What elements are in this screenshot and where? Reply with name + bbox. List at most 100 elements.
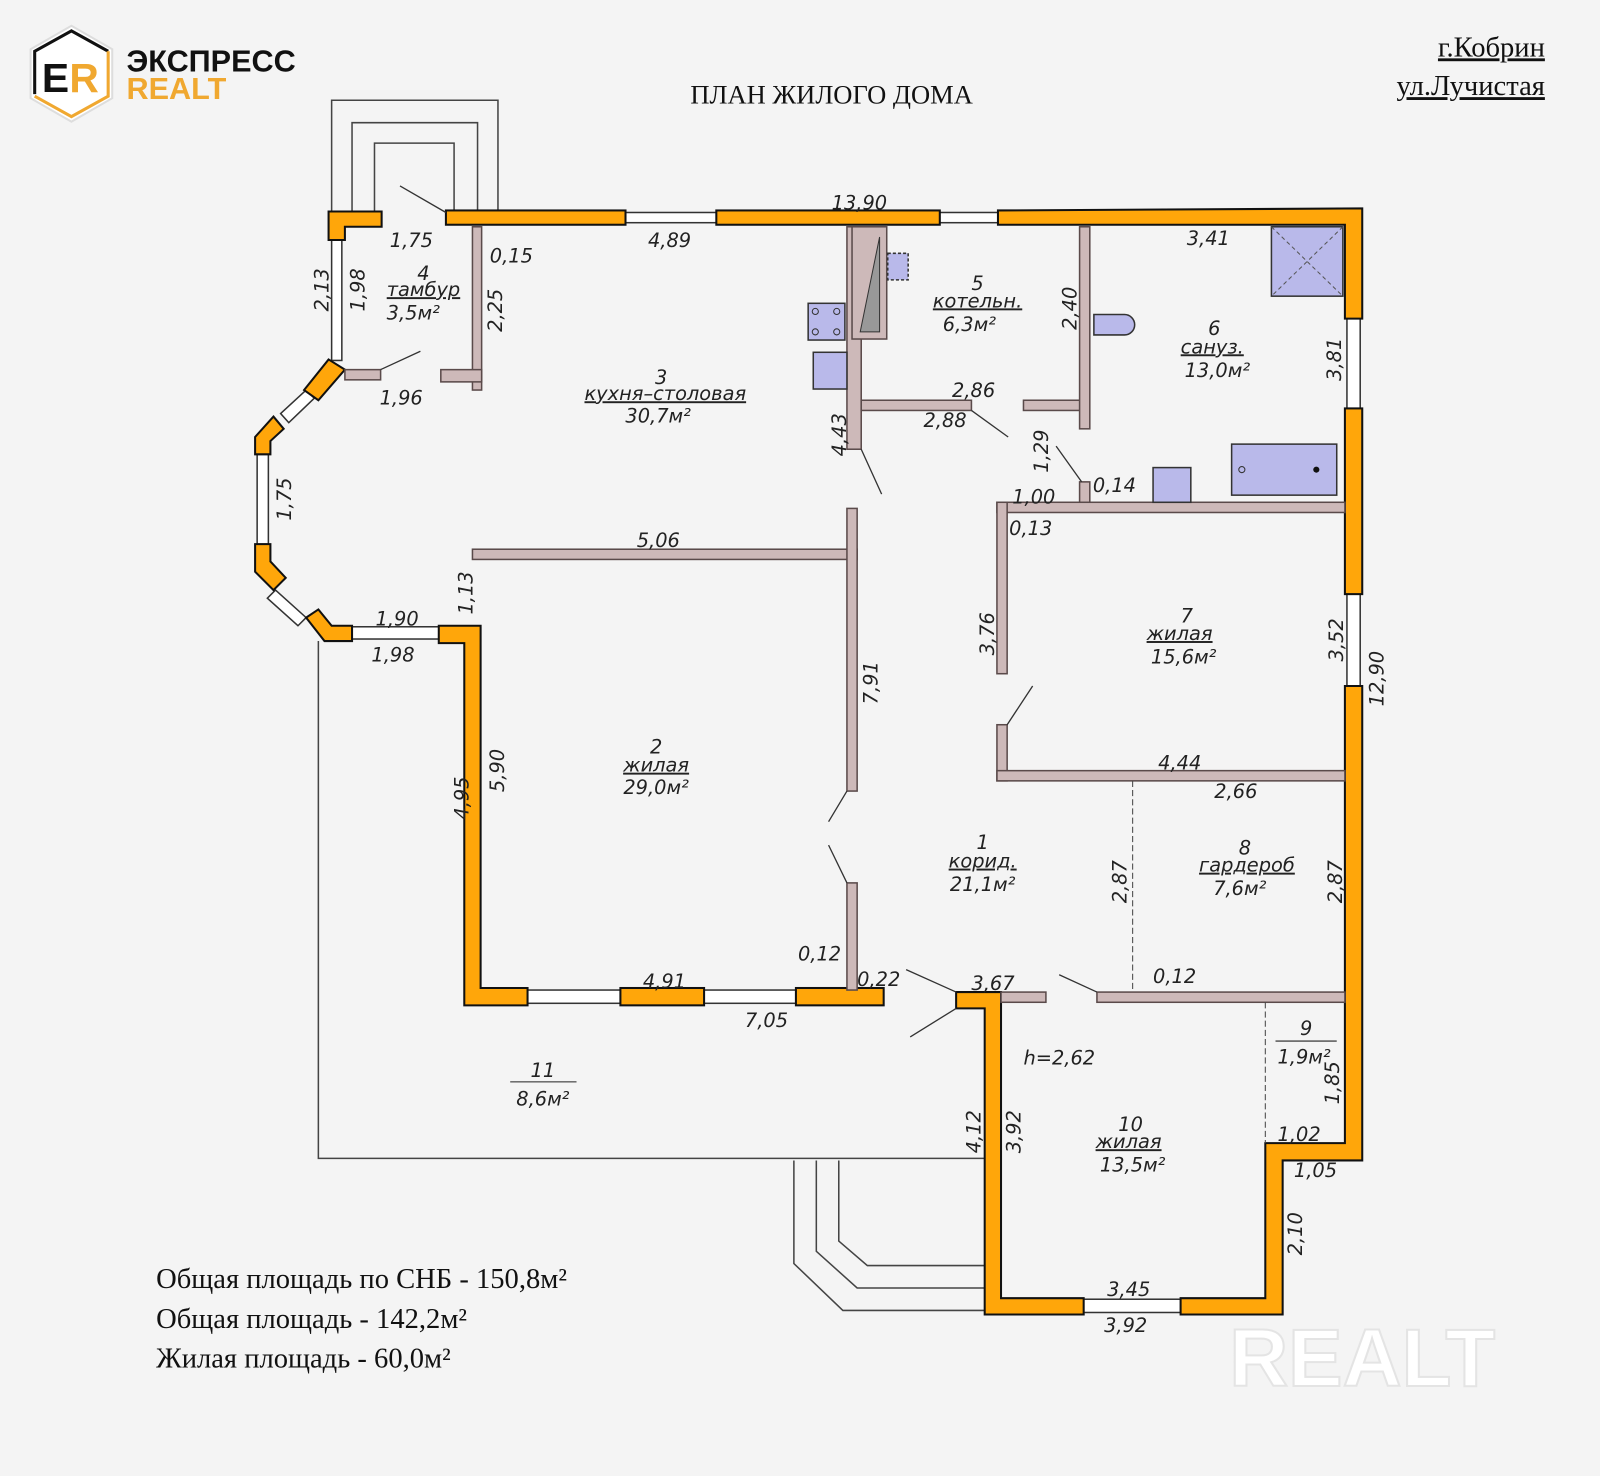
dimension-label: 5,06 [637,529,680,552]
room-label: 15,6м² [1151,646,1217,669]
dimension-label: 1,13 [454,571,477,614]
room-label: 9 [1300,1017,1312,1040]
fixtures [807,226,1344,504]
dimension-label: 3,67 [971,972,1015,995]
room-label: кухня–столовая [584,382,746,405]
dimension-label: 0,12 [1153,965,1196,988]
room-label: 5 [971,272,983,295]
room-label: 6 [1208,317,1220,340]
room-11: 11 8,6м² [510,1059,577,1110]
dimension-label: 4,95 [450,776,473,819]
room-label: корид. [949,850,1017,873]
room-label: жилая [1146,622,1213,645]
dimension-label: 7,05 [745,1009,788,1032]
total-snb: Общая площадь по СНБ - 150,8м² [156,1264,567,1295]
dimension-label: 3,76 [976,612,999,655]
porch-outline [317,99,988,1312]
room-label: тамбур [387,278,461,301]
dimension-label: 0,14 [1093,474,1136,497]
dimension-label: 7,91 [860,661,883,704]
room-label: 3,5м² [387,302,440,325]
dimension-label: 0,15 [490,244,533,267]
logo-line1: ЭКСПРЕСС [127,45,296,79]
dimension-label: 4,43 [828,413,851,456]
room-label: 11 [531,1059,556,1082]
room-label: 1 [976,831,988,854]
room-label: 8 [1239,836,1251,859]
boiler-icon [886,252,909,281]
room-label: 3 [655,366,667,389]
room-label: 4 [417,262,429,285]
svg-text:E: E [42,55,69,101]
room-label: 30,7м² [625,405,691,428]
dimension-label: 2,25 [484,289,507,332]
dimension-label: 2,13 [311,268,334,311]
dimension-label: 2,87 [1109,859,1132,903]
area-totals: Общая площадь по СНБ - 150,8м² Общая пло… [156,1264,567,1375]
room-label: 21,1м² [950,873,1016,896]
room-label: 13,0м² [1185,359,1251,382]
dimension-label: 4,44 [1158,752,1201,775]
bathtub-icon [1230,443,1338,496]
dimension-label: 13,90 [832,191,887,214]
room-label: жилая [622,754,689,777]
dimension-label: 0,12 [798,942,841,965]
room-label: гардероб [1199,854,1295,877]
room-label: жилая [1095,1130,1162,1153]
dimension-label: 2,66 [1214,780,1257,803]
dimension-label: 3,45 [1107,1278,1150,1301]
dimension-label: 3,52 [1325,618,1348,661]
kitchen-sink-icon [812,351,848,390]
room-label: 10 [1118,1113,1143,1136]
dimension-label: 1,98 [346,268,369,311]
dimension-label: 0,13 [1009,517,1052,540]
dimension-label: 4,12 [963,1110,986,1153]
dimension-label: 1,00 [1012,485,1055,508]
dimension-label: 1,75 [273,478,296,521]
dimension-label: 1,05 [1294,1159,1337,1182]
room-9: 9 1,9м² [1275,1017,1337,1069]
dimension-label: 3,81 [1323,338,1346,381]
dimension-label: 4,89 [648,229,691,252]
dimension-label: 5,90 [486,749,509,792]
room-label: 2 [650,735,662,758]
logo: E R ЭКСПРЕСС REALT [29,24,296,123]
dimension-label: 2,10 [1284,1212,1307,1255]
living-area: Жилая площадь - 60,0м² [156,1344,451,1375]
interior-walls [344,226,1346,1144]
dimension-label: 1,29 [1030,430,1053,473]
watermark: REALT [1229,1313,1495,1404]
address-street: ул.Лучистая [1397,71,1545,102]
room-label: 1,9м² [1277,1046,1330,1069]
room-label: 6,3м² [943,313,996,336]
room-label: 13,5м² [1100,1154,1166,1177]
dimension-label: 0,22 [857,968,900,991]
exterior-walls [254,207,1364,1316]
washbasin-icon [1152,466,1192,504]
total-area: Общая площадь - 142,2м² [156,1304,467,1335]
dimension-label: 1,85 [1321,1061,1344,1104]
dimension-label: 3,41 [1187,227,1230,250]
room-label: 8,6м² [516,1087,569,1110]
dimension-label: 2,86 [952,379,995,402]
address-city: г.Кобрин [1438,32,1545,63]
door-swings [380,185,1098,1038]
dimensions: 13,90 1,75 0,15 4,89 3,41 2,13 1,98 2,25… [273,191,1389,1336]
dimension-label: 1,96 [380,386,423,409]
ceiling-height: h=2,62 [1023,1047,1095,1070]
dimension-label: 1,02 [1278,1123,1321,1146]
logo-line2: REALT [127,72,227,106]
toilet-icon [1093,313,1136,336]
room-label: 29,0м² [623,776,689,799]
dimension-label: 2,87 [1324,859,1347,903]
